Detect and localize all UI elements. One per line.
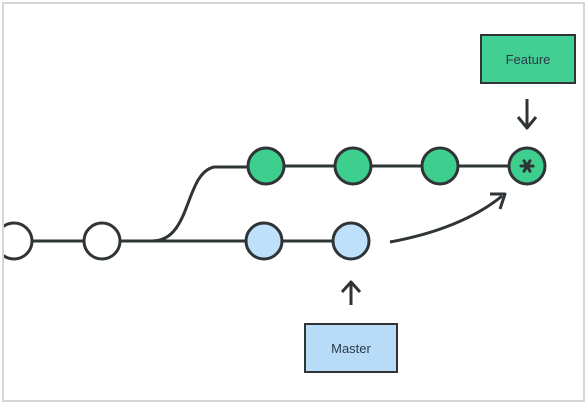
feature-branch-curve [151, 165, 249, 243]
master-commit-1 [244, 221, 284, 261]
master-pointer-head [340, 280, 362, 294]
feature-label-box [480, 34, 576, 84]
merge-commit-star-icon [519, 159, 535, 173]
feature-commit-1 [246, 146, 286, 186]
feature-pointer-head [516, 116, 538, 130]
base-commit-2 [82, 221, 122, 261]
feature-commit-3 [420, 146, 460, 186]
master-label: Master [331, 341, 371, 356]
feature-label: Feature [506, 52, 551, 67]
merge-arrowhead [490, 192, 507, 210]
diagram-frame: Feature Master [2, 2, 585, 402]
master-label-box [304, 323, 398, 373]
master-commit-2 [331, 221, 371, 261]
merge-arrow [389, 194, 503, 244]
git-branch-diagram: Feature Master [4, 34, 576, 373]
base-commit-1 [4, 221, 34, 261]
feature-commit-2 [333, 146, 373, 186]
